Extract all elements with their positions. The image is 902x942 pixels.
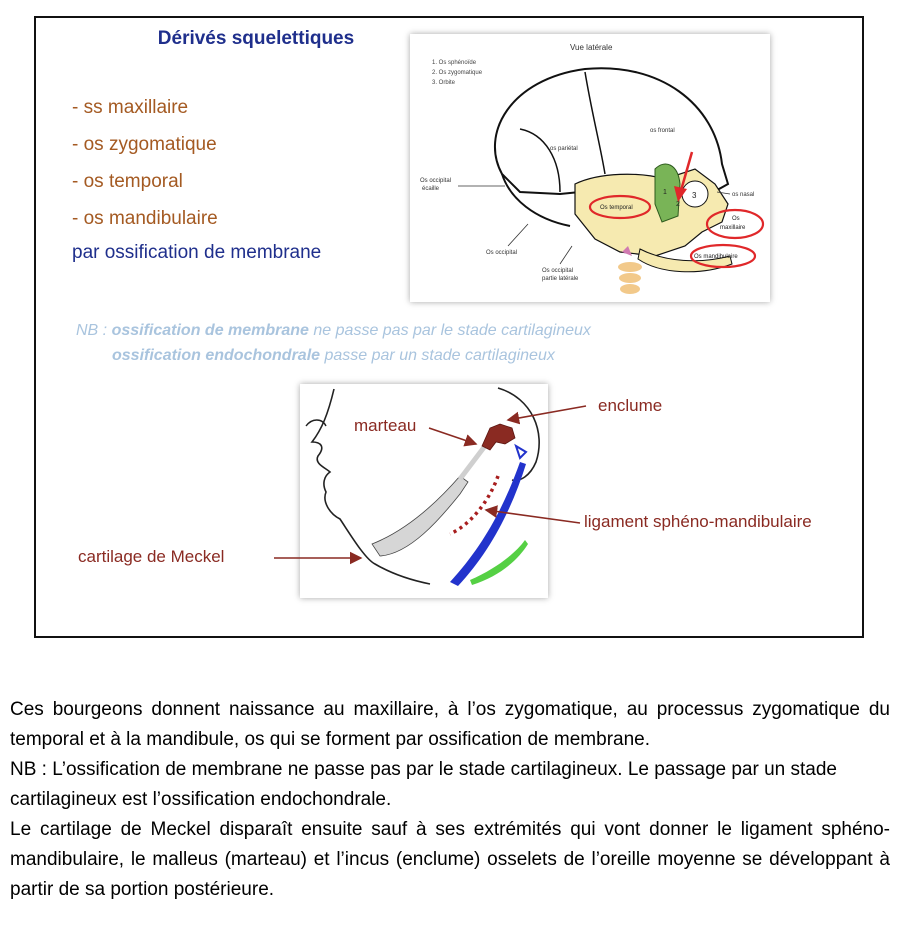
meckel-label: cartilage de Meckel — [78, 547, 225, 566]
nasal-label: os nasal — [732, 192, 754, 198]
green-element — [470, 540, 528, 585]
derivative-item: - os zygomatique — [72, 134, 217, 155]
spheno-mandibular-ligament — [449, 475, 500, 536]
derivative-item: - os temporal — [72, 171, 183, 192]
occipital-outline — [501, 173, 571, 227]
mandibular-circle — [689, 243, 757, 269]
paragraph-2: NB : L’ossification de membrane ne passe… — [10, 759, 838, 810]
cranial-base-cartilage — [574, 168, 729, 257]
leader-line — [716, 191, 731, 195]
skull-diagram: Vue latérale 1. Os sphénoïde 2. Os zygom… — [410, 34, 770, 302]
leader-line — [559, 245, 573, 265]
malleus-shape — [481, 423, 516, 451]
mandible-bar — [450, 462, 526, 586]
ligament-label: ligament sphéno-mandibulaire — [584, 512, 812, 531]
parietal-label: os pariétal — [550, 146, 578, 152]
number-1: 1 — [663, 189, 667, 196]
maxillary-label: Os — [732, 216, 740, 222]
temporal-label: Os temporal — [600, 205, 633, 211]
nb-note: NB : ossification de membrane ne passe p… — [76, 318, 591, 368]
ossification-line: par ossification de membrane — [72, 242, 322, 263]
number-3: 3 — [692, 191, 697, 200]
red-arrow-line — [678, 151, 694, 195]
occipital-squama-label: Os occipital — [420, 178, 451, 184]
cranial-vault-shape — [493, 67, 730, 196]
nb-bold-2: ossification endochondrale — [112, 347, 321, 364]
lambdoid-suture — [519, 128, 561, 193]
occipital-label: Os occipital — [486, 250, 517, 256]
paragraph-3: Le cartilage de Meckel disparaît ensuite… — [10, 819, 890, 900]
vertebra-shape — [618, 262, 642, 272]
legend-item: 3. Orbite — [432, 80, 456, 86]
meckel-diagram — [300, 384, 548, 598]
sphenoid-bone-shape — [654, 163, 681, 223]
face-profile — [310, 388, 431, 585]
vertebra-shape — [620, 284, 640, 294]
marteau-label: marteau — [354, 416, 417, 435]
occipital-lateral-label: partie latérale — [542, 276, 579, 282]
red-arrow-head — [674, 186, 687, 202]
nb-bold-1: ossification de membrane — [111, 322, 309, 339]
occipital-squama-label: écaille — [422, 186, 440, 192]
frontal-label: os frontal — [650, 128, 675, 134]
nb-line-1: NB : ossification de membrane ne passe p… — [76, 318, 591, 343]
paragraph-1: Ces bourgeons donnent naissance au maxil… — [10, 699, 890, 750]
pink-element — [622, 246, 632, 256]
number-2: 2 — [676, 201, 680, 208]
meckel-posterior-part — [458, 444, 487, 481]
leader-line — [507, 223, 529, 247]
nb-rest-2: passe par un stade cartilagineux — [320, 347, 555, 364]
derivative-item: - os mandibulaire — [72, 208, 218, 229]
legend-item: 1. Os sphénoïde — [432, 60, 477, 66]
nb-rest-1: ne passe pas par le stade cartilagineux — [308, 322, 591, 339]
enclume-label: enclume — [598, 396, 663, 415]
legend-item: 2. Os zygomatique — [432, 70, 483, 76]
slide-frame: Dérivés squelettiques - ss maxillaire - … — [34, 16, 864, 638]
coronal-suture — [584, 71, 606, 175]
derivatives-list: - ss maxillaire - os zygomatique - os te… — [72, 96, 218, 244]
maxillary-label: maxillaire — [720, 225, 746, 231]
meckel-cartilage-shape — [371, 475, 469, 557]
derivative-item: - ss maxillaire — [72, 97, 189, 118]
occipital-lateral-label: Os occipital — [542, 268, 573, 274]
vertebra-shape — [619, 273, 641, 283]
mandibular-label: Os mandibulaire — [694, 254, 738, 260]
nb-prefix: NB : — [76, 322, 112, 339]
view-label: Vue latérale — [570, 43, 613, 52]
body-text: Ces bourgeons donnent naissance au maxil… — [10, 695, 890, 905]
maxillary-circle — [705, 208, 765, 240]
incus-shape — [514, 443, 528, 460]
temporal-circle — [588, 194, 652, 220]
ear-outline — [497, 387, 540, 482]
meckel-svg — [305, 387, 540, 586]
slide-title: Dérivés squelettiques — [157, 28, 355, 49]
nb-line-2: ossification endochondrale passe par un … — [76, 343, 591, 368]
eye-outline — [305, 419, 327, 427]
skull-svg: Vue latérale 1. Os sphénoïde 2. Os zygom… — [420, 43, 765, 294]
